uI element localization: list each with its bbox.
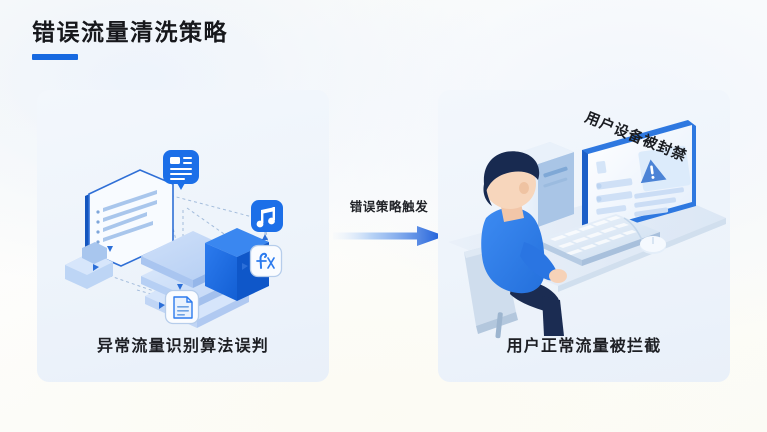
left-card: 异常流量识别算法误判: [37, 90, 329, 382]
screen-content: [596, 145, 691, 217]
music-note-badge-icon: [251, 200, 283, 232]
seated-person: [481, 151, 567, 336]
connector-arrowheads: [93, 234, 268, 309]
right-card-caption: 用户正常流量被拦截: [506, 338, 662, 355]
left-card-caption: 异常流量识别算法误判: [96, 338, 269, 355]
right-card: 用户设备被封禁 用户正常流量被拦截: [438, 90, 730, 382]
mouse: [623, 217, 666, 254]
page-title: 错误流量清洗策略: [32, 19, 228, 45]
anomaly-detection-illustration: [65, 150, 283, 328]
isometric-document-panel: [85, 169, 174, 267]
file-badge-icon: [164, 289, 200, 325]
keyboard: [538, 214, 660, 266]
document-badge-icon: [163, 150, 199, 190]
warning-triangle-icon: [640, 159, 667, 184]
connector-block: 错误策略触发: [333, 196, 445, 247]
isometric-corner-block: [65, 242, 113, 289]
connector-label: 错误策略触发: [349, 200, 429, 214]
title-underline-rule: [32, 53, 78, 60]
user-blocked-illustration: [448, 120, 726, 339]
function-badge-icon: [249, 244, 283, 278]
flow-arrow-icon: [333, 226, 445, 246]
page-title-block: 错误流量清洗策略: [32, 18, 228, 60]
